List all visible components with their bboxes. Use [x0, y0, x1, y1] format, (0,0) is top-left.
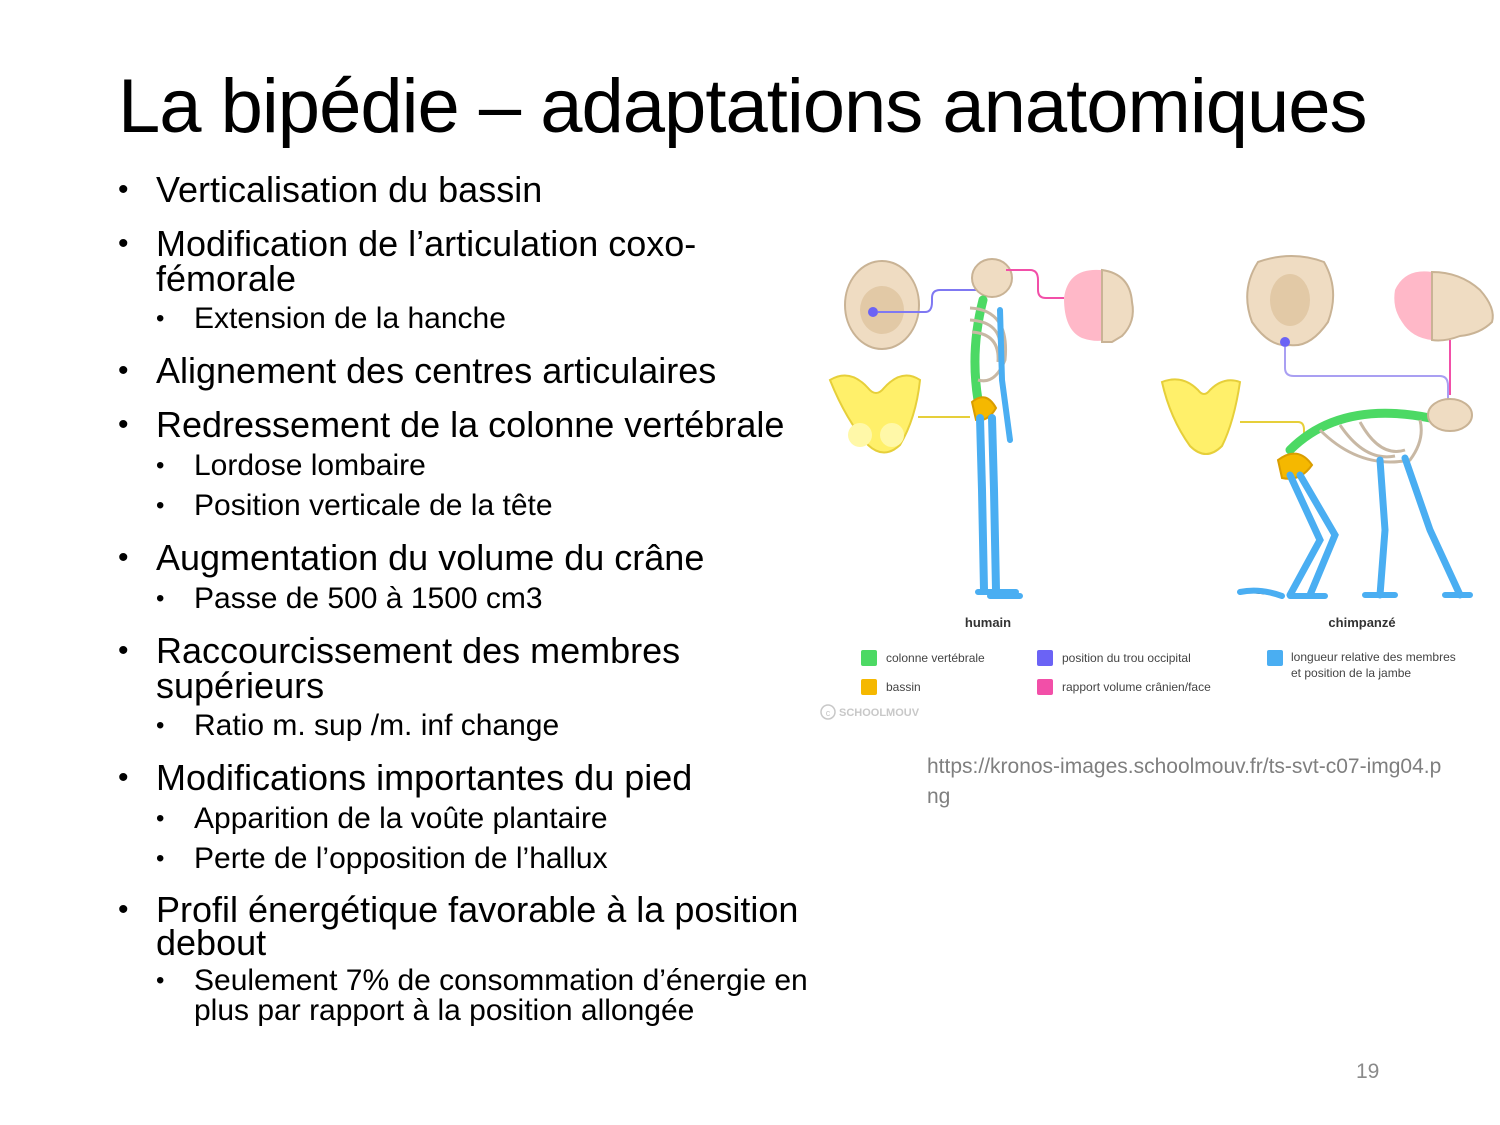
schoolmouv-watermark: c SCHOOLMOUV	[820, 704, 920, 720]
bullet-list: Verticalisation du bassin Modification d…	[118, 172, 858, 1026]
sub-bullet-item: Perte de l’opposition de l’hallux	[118, 843, 858, 876]
legend-label: longueur relative des membres	[1291, 650, 1456, 664]
human-pelvis	[828, 374, 922, 454]
legend-label-line2: et position de la jambe	[1291, 666, 1411, 680]
human-skeleton	[969, 258, 1023, 599]
chimp-skull-bottom-view	[1246, 255, 1335, 347]
sub-bullet-item: Apparition de la voûte plantaire	[118, 803, 858, 836]
bullet-item: Redressement de la colonne vertébrale Lo…	[118, 404, 858, 523]
sub-bullet-item: Ratio m. sup /m. inf change	[118, 710, 716, 743]
occipital-hole-dot	[868, 307, 878, 317]
label-chimp: chimpanzé	[1328, 615, 1395, 630]
chimp-skull-side-view	[1394, 270, 1494, 342]
bullet-item: Profil énergétique favorable à la positi…	[118, 889, 856, 1026]
svg-text:c: c	[826, 708, 831, 718]
legend-label: rapport volume crânien/face	[1062, 680, 1211, 694]
legend-swatch	[861, 679, 877, 695]
chimp-pelvis	[1160, 378, 1242, 455]
legend-swatch	[1037, 650, 1053, 666]
legend-swatch	[861, 650, 877, 666]
bullet-text: Raccourcissement des membres supérieurs	[156, 630, 681, 706]
legend-label: position du trou occipital	[1062, 651, 1191, 665]
bullet-item: Raccourcissement des membres supérieurs …	[118, 630, 716, 743]
bullet-item: Alignement des centres articulaires	[118, 350, 858, 391]
legend-label: bassin	[886, 680, 921, 694]
bullet-text: Modifications importantes du pied	[156, 757, 693, 798]
human-skull-bottom-view	[844, 260, 920, 350]
human-skull-side-view	[1064, 268, 1134, 343]
page-number: 19	[1356, 1060, 1380, 1083]
chimp-skeleton	[1237, 398, 1473, 599]
sub-bullet-item: Position verticale de la tête	[118, 490, 858, 523]
legend-swatch	[1267, 650, 1283, 666]
bullet-item: Modification de l’articulation coxo-fémo…	[118, 223, 756, 336]
sub-bullet-item: Seulement 7% de consommation d’énergie e…	[118, 966, 814, 1026]
bullet-text: Augmentation du volume du crâne	[156, 537, 705, 578]
occipital-hole-dot	[1280, 337, 1290, 347]
bullet-item: Verticalisation du bassin	[118, 169, 858, 210]
bullet-item: Modifications importantes du pied Appari…	[118, 757, 858, 876]
sub-bullet-item: Lordose lombaire	[118, 450, 858, 483]
bullet-item: Augmentation du volume du crâne Passe de…	[118, 537, 858, 616]
sub-bullet-item: Extension de la hanche	[118, 303, 756, 336]
label-human: humain	[965, 615, 1011, 630]
bullet-text: Profil énergétique favorable à la positi…	[156, 889, 799, 963]
slide-title: La bipédie – adaptations anatomiques	[118, 64, 1368, 149]
skeleton-comparison-figure: humain chimpanzé colonne vertébrale bass…	[820, 255, 1494, 720]
bullet-text: Alignement des centres articulaires	[156, 350, 717, 391]
legend-swatch	[1037, 679, 1053, 695]
copyright-icon	[820, 704, 836, 720]
image-source-caption: https://kronos-images.schoolmouv.fr/ts-s…	[927, 755, 1442, 808]
bullet-text: Verticalisation du bassin	[156, 169, 543, 210]
sub-bullet-item: Passe de 500 à 1500 cm3	[118, 583, 858, 616]
figure-legend: colonne vertébrale bassin position du tr…	[861, 650, 1456, 695]
bullet-text: Modification de l’articulation coxo-fémo…	[156, 223, 697, 299]
watermark-text: SCHOOLMOUV	[839, 707, 920, 719]
bullet-text: Redressement de la colonne vertébrale	[156, 404, 785, 445]
legend-label: colonne vertébrale	[886, 651, 985, 665]
